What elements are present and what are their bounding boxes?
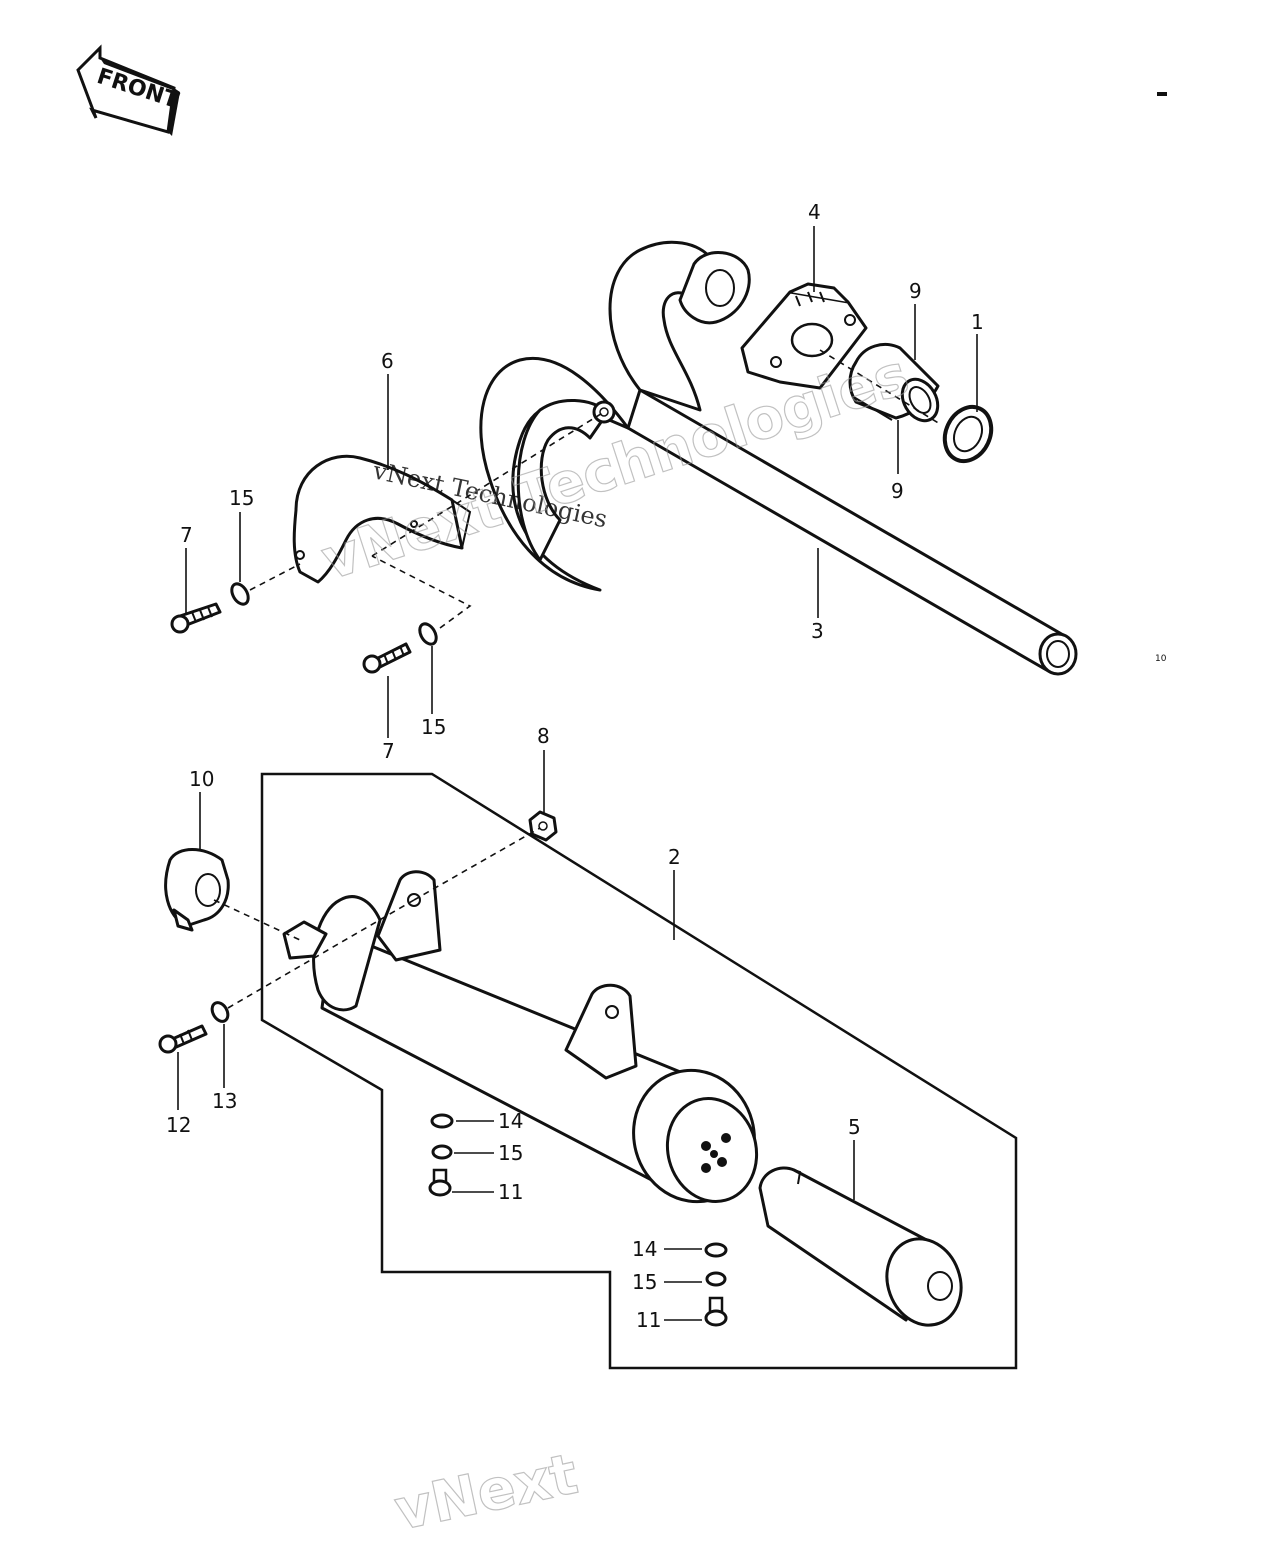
gasket-part-1 xyxy=(942,404,994,464)
screw-part-11-a xyxy=(428,1168,452,1197)
bolt-7-lower xyxy=(362,642,412,674)
callout-15-b: 15 xyxy=(632,1270,657,1294)
callout-6: 6 xyxy=(381,349,394,373)
callout-1: 1 xyxy=(971,310,984,334)
corner-tick xyxy=(1157,92,1167,96)
callout-9-lower: 9 xyxy=(891,479,904,503)
exhaust-pipe-part-3 xyxy=(479,240,1078,676)
silencer-insert-part-5 xyxy=(758,1166,963,1327)
nut-part-8 xyxy=(528,810,558,842)
callout-3: 3 xyxy=(811,619,824,643)
callout-12: 12 xyxy=(166,1113,191,1137)
washer-part-15-b xyxy=(705,1271,727,1287)
callout-7-top-left: 7 xyxy=(180,523,193,547)
pipe-clamp-part-10 xyxy=(164,848,230,932)
washer-15-lower xyxy=(418,622,438,646)
pipe-nut xyxy=(592,400,616,424)
callout-4: 4 xyxy=(808,200,821,224)
callout-14-a: 14 xyxy=(498,1109,523,1133)
corner-mark: 10 xyxy=(1155,654,1167,664)
bolt-7-upper xyxy=(170,602,222,634)
split-collar-part-9 xyxy=(848,343,940,423)
callout-15-top-right: 15 xyxy=(421,715,446,739)
muffler-assembly-outline xyxy=(260,772,1018,1370)
bolt-part-12 xyxy=(158,1024,208,1054)
washer-15-upper xyxy=(230,582,250,606)
watermark-bottom: vNext xyxy=(389,1442,583,1536)
callout-13: 13 xyxy=(212,1089,237,1113)
watermark-top: vNext Technologies vNext Technologies xyxy=(314,342,917,594)
callout-14-b: 14 xyxy=(632,1237,657,1261)
washer-part-14-b xyxy=(704,1242,728,1258)
washer-part-13 xyxy=(210,1001,230,1023)
front-arrow-badge: FRONT xyxy=(76,44,181,136)
callout-15-a: 15 xyxy=(498,1141,523,1165)
callout-11-a: 11 xyxy=(498,1180,523,1204)
callout-9-upper: 9 xyxy=(909,279,922,303)
washer-part-15-a xyxy=(431,1144,453,1160)
callout-11-b: 11 xyxy=(636,1308,661,1332)
callout-10: 10 xyxy=(189,767,214,791)
screw-part-11-b xyxy=(704,1296,728,1327)
washer-part-14-a xyxy=(430,1113,454,1129)
callout-8: 8 xyxy=(537,724,550,748)
muffler-part-2 xyxy=(282,870,759,1204)
callout-7-top-right: 7 xyxy=(382,739,395,763)
callout-5: 5 xyxy=(848,1115,861,1139)
callout-15-top-left: 15 xyxy=(229,486,254,510)
callout-2: 2 xyxy=(668,845,681,869)
